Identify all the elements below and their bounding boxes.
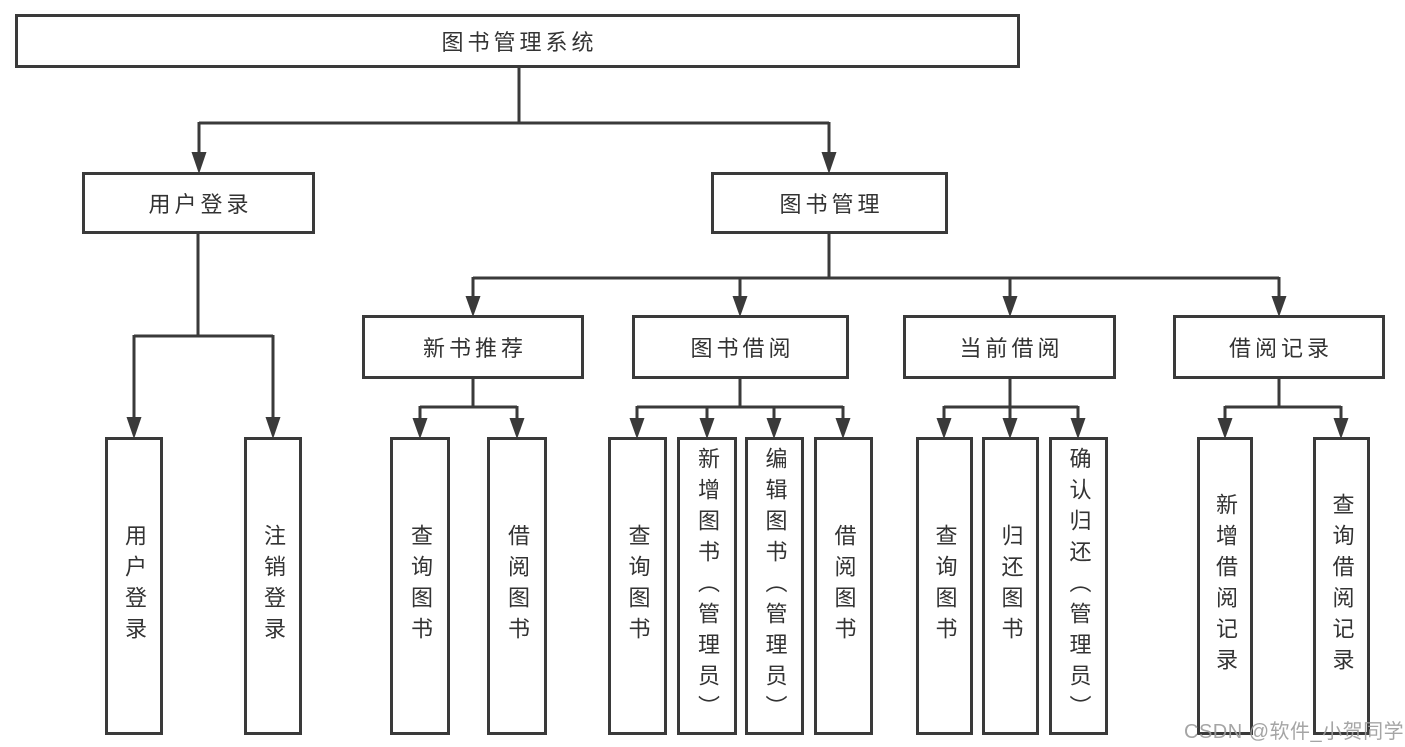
node-new-book-recommendation-label: 新书推荐 [422, 336, 527, 361]
leaf-current-return-books: 归还图书 [982, 437, 1039, 735]
leaf-current-return-books-label: 归还图书 [998, 524, 1024, 648]
node-borrowing-records: 借阅记录 [1173, 315, 1385, 379]
leaf-records-query-borrow-record: 查询借阅记录 [1313, 437, 1370, 735]
leaf-records-query-borrow-record-label: 查询借阅记录 [1329, 493, 1355, 679]
edge-book-management-to-level3 [465, 231, 1287, 317]
leaf-borrowing-edit-books-admin-label: 编辑图书（管理员） [762, 446, 788, 726]
node-library-management-system: 图书管理系统 [15, 14, 1020, 68]
leaf-borrowing-edit-books-admin: 编辑图书（管理员） [745, 437, 804, 735]
leaf-current-confirm-return-admin-label: 确认归还（管理员） [1066, 446, 1092, 726]
node-user-login-label: 用户登录 [148, 192, 253, 217]
node-current-borrowing: 当前借阅 [903, 315, 1116, 379]
leaf-records-add-borrow-record-label: 新增借阅记录 [1213, 493, 1238, 679]
leaf-recommend-query-books: 查询图书 [390, 437, 450, 735]
node-library-management-system-label: 图书管理系统 [441, 30, 598, 55]
edge-root-to-level2 [191, 66, 837, 174]
leaf-borrowing-query-books: 查询图书 [608, 437, 667, 735]
leaf-records-add-borrow-record: 新增借阅记录 [1197, 437, 1253, 735]
leaf-current-query-books: 查询图书 [916, 437, 973, 735]
node-new-book-recommendation: 新书推荐 [362, 315, 584, 379]
node-borrowing-records-label: 借阅记录 [1228, 336, 1333, 361]
node-user-login: 用户登录 [82, 172, 315, 234]
leaf-user-login-label: 用户登录 [122, 524, 147, 648]
node-book-management-label: 图书管理 [779, 192, 884, 217]
leaf-current-query-books-label: 查询图书 [932, 524, 958, 648]
leaf-logout: 注销登录 [244, 437, 302, 735]
leaf-borrowing-add-books-admin-label: 新增图书（管理员） [695, 446, 720, 726]
node-book-borrowing: 图书借阅 [632, 315, 849, 379]
edge-user-login-to-leaves [126, 231, 281, 439]
leaf-logout-label: 注销登录 [261, 524, 286, 648]
leaf-borrowing-borrow-books: 借阅图书 [814, 437, 873, 735]
leaf-recommend-borrow-books-label: 借阅图书 [505, 524, 530, 648]
node-book-borrowing-label: 图书借阅 [690, 336, 795, 361]
edge-book-borrowing-to-leaves [629, 376, 851, 439]
leaf-borrowing-query-books-label: 查询图书 [625, 524, 651, 648]
node-current-borrowing-label: 当前借阅 [959, 336, 1064, 361]
edge-new-book-recommendation-to-leaves [412, 376, 525, 439]
node-book-management: 图书管理 [711, 172, 948, 234]
csdn-watermark: CSDN @软件_小贺同学 [1184, 721, 1405, 743]
leaf-borrowing-borrow-books-label: 借阅图书 [831, 524, 857, 648]
leaf-recommend-query-books-label: 查询图书 [408, 524, 433, 648]
edge-borrowing-records-to-leaves [1217, 376, 1349, 439]
leaf-borrowing-add-books-admin: 新增图书（管理员） [677, 437, 737, 735]
leaf-current-confirm-return-admin: 确认归还（管理员） [1049, 437, 1108, 735]
leaf-recommend-borrow-books: 借阅图书 [487, 437, 547, 735]
edge-current-borrowing-to-leaves [936, 376, 1086, 439]
leaf-user-login: 用户登录 [105, 437, 163, 735]
